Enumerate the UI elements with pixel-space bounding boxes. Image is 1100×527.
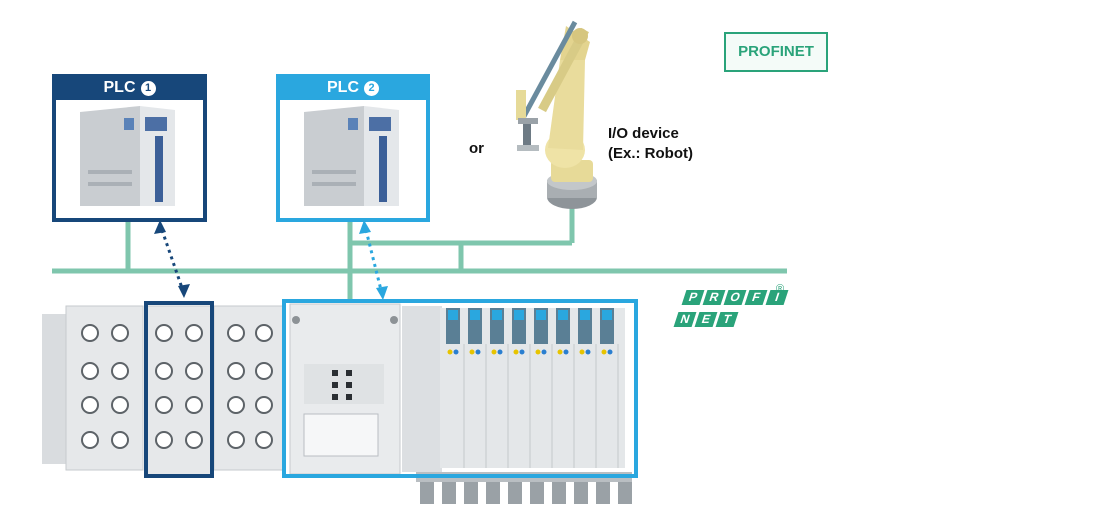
plc2-computer-icon bbox=[304, 106, 399, 206]
plc1-title: PLC 1 bbox=[56, 76, 203, 100]
si-unit bbox=[289, 303, 442, 475]
plc2-label: PLC bbox=[327, 79, 359, 96]
io-connectors bbox=[81, 324, 273, 449]
logo-letter: N bbox=[673, 312, 697, 327]
io-device-line2: (Ex.: Robot) bbox=[608, 145, 693, 162]
io-device-line1: I/O device bbox=[608, 125, 679, 142]
plc2-box bbox=[276, 74, 430, 222]
plc1-link-arrow bbox=[154, 220, 190, 298]
profinet-logo-row2: N E T bbox=[673, 312, 739, 327]
logo-letter: P bbox=[681, 290, 705, 305]
logo-letter: O bbox=[723, 290, 747, 305]
valve-dividers bbox=[463, 344, 619, 468]
io-device-label: I/O device (Ex.: Robot) bbox=[608, 124, 693, 164]
registered-mark: ® bbox=[776, 283, 785, 295]
or-label: or bbox=[469, 140, 484, 157]
profinet-logo-row1: P R O F I bbox=[681, 290, 789, 305]
plc2-io-highlight bbox=[282, 299, 638, 478]
valve-bank bbox=[416, 308, 632, 504]
io-module-bank bbox=[42, 305, 285, 477]
logo-letter: R bbox=[702, 290, 726, 305]
plc2-number: 2 bbox=[364, 81, 379, 96]
plc2-link-arrow bbox=[359, 220, 388, 300]
valve-indicators bbox=[447, 349, 613, 355]
plc1-box bbox=[52, 74, 207, 222]
logo-letter: F bbox=[744, 290, 768, 305]
valve-heads bbox=[446, 308, 614, 344]
profinet-badge: PROFINET bbox=[724, 32, 828, 72]
logo-letter: E bbox=[694, 312, 718, 327]
plc1-number: 1 bbox=[140, 81, 156, 96]
plc1-io-highlight bbox=[144, 301, 214, 478]
logo-letter: T bbox=[715, 312, 739, 327]
network-lines bbox=[52, 208, 787, 302]
plc1-computer-icon bbox=[80, 106, 175, 206]
robot-icon bbox=[516, 20, 597, 209]
plc1-label: PLC bbox=[103, 79, 136, 96]
plc2-title: PLC 2 bbox=[280, 76, 426, 100]
